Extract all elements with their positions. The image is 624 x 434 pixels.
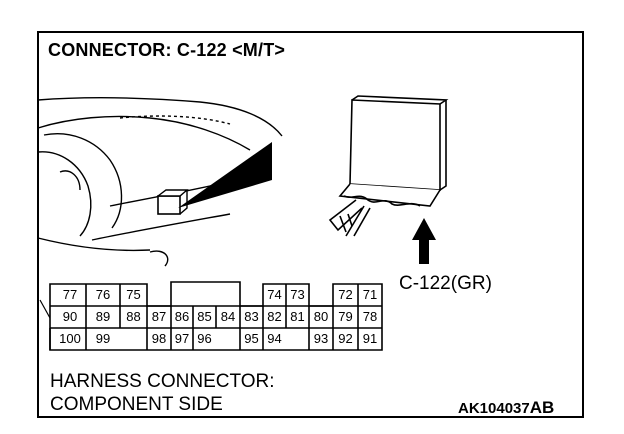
pin-87: 87 xyxy=(151,309,167,324)
pin-82: 82 xyxy=(267,309,282,324)
pin-98: 98 xyxy=(151,331,167,346)
pin-77: 77 xyxy=(62,287,78,302)
pin-91: 91 xyxy=(362,331,378,346)
pin-100: 100 xyxy=(59,331,81,346)
figure-code-suffix: AB xyxy=(529,398,555,417)
pin-88: 88 xyxy=(126,309,141,324)
pin-78: 78 xyxy=(362,309,378,324)
pin-96: 96 xyxy=(197,331,212,346)
pin-73: 73 xyxy=(290,287,305,302)
pin-71: 71 xyxy=(362,287,378,302)
pin-94: 94 xyxy=(267,331,282,346)
connector-outline xyxy=(49,281,383,351)
pointer-wedge xyxy=(178,142,272,208)
pin-85: 85 xyxy=(197,309,212,324)
pin-93: 93 xyxy=(313,331,329,346)
pin-81: 81 xyxy=(290,309,305,324)
pin-95: 95 xyxy=(244,331,259,346)
pin-86: 86 xyxy=(174,309,190,324)
pin-83: 83 xyxy=(244,309,259,324)
figure-code-main: AK104037 xyxy=(458,400,530,417)
pin-84: 84 xyxy=(220,309,236,324)
connector-callout-label: C-122(GR) xyxy=(399,273,492,294)
pin-90: 90 xyxy=(62,309,78,324)
arrow-up xyxy=(412,218,436,264)
connector-title: CONNECTOR: C-122 <M/T> xyxy=(48,40,286,60)
pin-79: 79 xyxy=(338,309,353,324)
pin-75: 75 xyxy=(126,287,141,302)
figure-code: AK104037AB xyxy=(458,398,554,418)
pin-89: 89 xyxy=(95,309,111,324)
pin-99: 99 xyxy=(95,331,111,346)
pin-72: 72 xyxy=(338,287,353,302)
caption-line-2: COMPONENT SIDE xyxy=(50,394,223,415)
dashboard-illustration xyxy=(37,97,283,267)
control-unit-illustration xyxy=(328,95,449,237)
pin-74: 74 xyxy=(267,287,282,302)
caption-line-1: HARNESS CONNECTOR: xyxy=(50,371,275,392)
diagram-frame xyxy=(37,31,584,418)
pin-76: 76 xyxy=(95,287,111,302)
pin-92: 92 xyxy=(338,331,353,346)
pin-80: 80 xyxy=(313,309,329,324)
pin-97: 97 xyxy=(174,331,190,346)
